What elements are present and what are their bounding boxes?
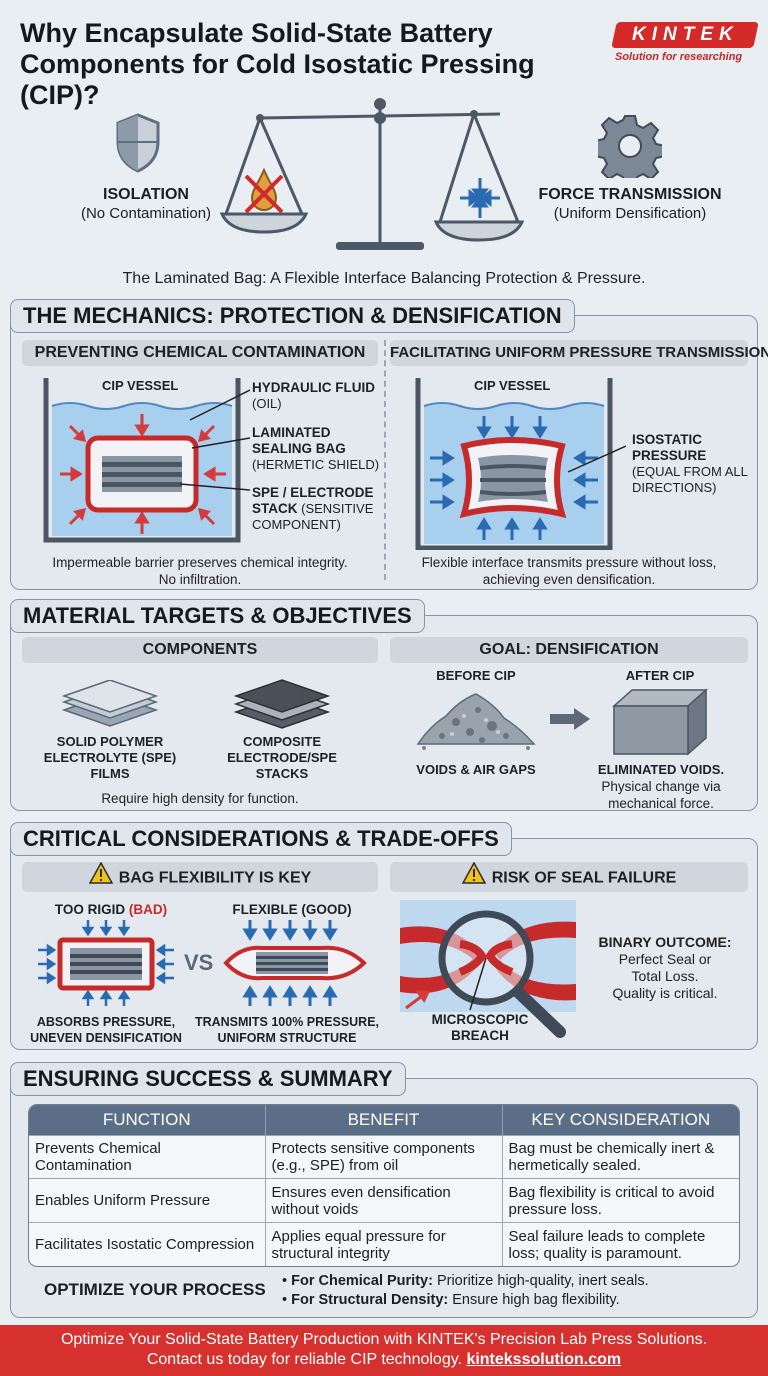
magnifier-breach-diagram <box>400 900 576 1038</box>
footer-line1: Optimize Your Solid-State Battery Produc… <box>60 1331 708 1348</box>
flexible-label: FLEXIBLE (GOOD) <box>232 902 352 917</box>
table-cell: Applies equal pressure for structural in… <box>265 1222 503 1266</box>
cip-vessel-right <box>415 378 626 550</box>
composite-stack-label: COMPOSITE ELECTRODE/SPE STACKS <box>227 734 337 781</box>
rigid-caption: ABSORBS PRESSURE,UNEVEN DENSIFICATION <box>30 1015 182 1045</box>
subtitle: The Laminated Bag: A Flexible Interface … <box>122 270 646 287</box>
table-cell: Seal failure leads to complete loss; qua… <box>502 1222 739 1266</box>
arrow-right-icon <box>550 708 590 730</box>
table-cell: Enables Uniform Pressure <box>29 1178 266 1223</box>
seal-failure-pill: RISK OF SEAL FAILURE <box>390 861 748 895</box>
table-cell: Facilitates Isostatic Compression <box>29 1222 266 1266</box>
divider <box>384 340 386 580</box>
cip-vessel-left <box>43 378 250 543</box>
table-cell: Prevents Chemical Contamination <box>29 1134 266 1179</box>
composite-stack-icon <box>233 679 331 729</box>
header-function: FUNCTION <box>29 1105 266 1135</box>
contamination-caption: Impermeable barrier preserves chemical i… <box>52 555 348 587</box>
bullet-density: • For Structural Density: Ensure high ba… <box>282 1292 620 1308</box>
spe-films-label: SOLID POLYMER ELECTROLYTE (SPE) FILMS <box>43 734 177 781</box>
flexibility-pill: BAG FLEXIBILITY IS KEY <box>22 861 378 895</box>
summary-table: FUNCTION BENEFIT KEY CONSIDERATION Preve… <box>28 1104 740 1267</box>
pressure-transmission-pill: FACILITATING UNIFORM PRESSURE TRANSMISSI… <box>390 340 768 366</box>
isolation-label: ISOLATION(No Contamination) <box>80 186 212 222</box>
optimize-bullets: • For Chemical Purity: Prioritize high-q… <box>282 1272 649 1310</box>
footer-line2: Contact us today for reliable CIP techno… <box>146 1351 622 1368</box>
rigid-bag-diagram <box>38 920 174 1006</box>
electrode-stack-label: SPE / ELECTRODE STACK (SENSITIVE COMPONE… <box>252 485 374 532</box>
shield-icon <box>116 113 160 173</box>
warning-icon <box>461 861 486 895</box>
force-transmission-label: FORCE TRANSMISSION(Uniform Densification… <box>538 186 722 222</box>
kintek-logo[interactable]: KINTEK <box>611 22 759 48</box>
dense-block-icon <box>612 688 708 756</box>
sealing-bag-label: LAMINATED SEALING BAG (HERMETIC SHIELD) <box>252 425 380 472</box>
table-row: Prevents Chemical Contamination Protects… <box>29 1134 739 1179</box>
contamination-pill: PREVENTING CHEMICAL CONTAMINATION <box>22 340 378 366</box>
bullet-purity: • For Chemical Purity: Prioritize high-q… <box>282 1273 649 1289</box>
powder-pile-icon <box>416 693 536 750</box>
table-cell: Ensures even densification without voids <box>265 1178 503 1223</box>
balance-scale-icon <box>219 98 525 250</box>
eliminated-voids-caption: ELIMINATED VOIDS. <box>597 762 725 777</box>
components-pill: COMPONENTS <box>22 637 378 663</box>
summary-title: ENSURING SUCCESS & SUMMARY <box>10 1062 406 1096</box>
warning-icon <box>88 861 113 895</box>
flexible-bag-diagram <box>223 920 367 1006</box>
voids-caption: VOIDS & AIR GAPS <box>416 762 536 777</box>
densification-pill: GOAL: DENSIFICATION <box>390 637 748 663</box>
vs-label: VS <box>184 950 214 975</box>
header-key-consideration: KEY CONSIDERATION <box>502 1105 739 1135</box>
logo-tagline: Solution for researching <box>615 51 743 63</box>
table-cell: Protects sensitive components (e.g., SPE… <box>265 1134 503 1179</box>
cip-vessel-label-left: CIP VESSEL <box>102 378 179 393</box>
logo-text: KINTEK <box>631 24 739 45</box>
too-rigid-label: TOO RIGID (BAD) <box>54 902 168 917</box>
table-row: Facilitates Isostatic Compression Applie… <box>29 1222 739 1266</box>
before-cip-label: BEFORE CIP <box>436 668 516 683</box>
table-cell: Bag flexibility is critical to avoid pre… <box>502 1178 739 1223</box>
spe-films-icon <box>61 680 159 727</box>
components-caption: Require high density for function. <box>101 791 299 806</box>
isostatic-pressure-label: ISOSTATIC PRESSURE(EQUAL FROM ALL DIRECT… <box>632 432 748 495</box>
hydraulic-fluid-label: HYDRAULIC FLUID (OIL) <box>252 380 375 411</box>
after-cip-label: AFTER CIP <box>625 668 695 683</box>
table-cell: Bag must be chemically inert & hermetica… <box>502 1134 739 1179</box>
table-header-row: FUNCTION BENEFIT KEY CONSIDERATION <box>29 1105 739 1135</box>
footer-link[interactable]: kintekssolution.com <box>466 1351 622 1368</box>
header-benefit: BENEFIT <box>265 1105 503 1135</box>
flexible-caption: TRANSMITS 100% PRESSURE,UNIFORM STRUCTUR… <box>194 1015 380 1045</box>
materials-title: MATERIAL TARGETS & OBJECTIVES <box>10 599 425 633</box>
gear-icon <box>598 115 662 178</box>
footer-banner: Optimize Your Solid-State Battery Produc… <box>0 1325 768 1376</box>
critical-title: CRITICAL CONSIDERATIONS & TRADE-OFFS <box>10 822 512 856</box>
pressure-caption: Flexible interface transmits pressure wi… <box>421 555 717 587</box>
mechanics-title: THE MECHANICS: PROTECTION & DENSIFICATIO… <box>10 299 575 333</box>
optimize-heading: OPTIMIZE YOUR PROCESS <box>44 1280 266 1299</box>
page-title: Why Encapsulate Solid-State Battery Comp… <box>20 18 535 110</box>
table-row: Enables Uniform Pressure Ensures even de… <box>29 1178 739 1223</box>
cip-vessel-label-right: CIP VESSEL <box>474 378 551 393</box>
